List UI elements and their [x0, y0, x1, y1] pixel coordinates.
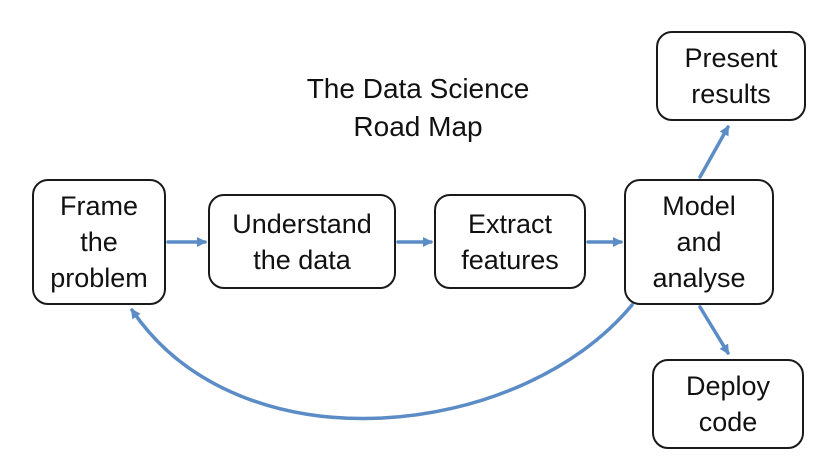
node-label-line: analyse — [652, 263, 746, 293]
node-label-line: Frame — [59, 191, 138, 221]
node-model-and-analyse: Model and analyse — [624, 179, 774, 305]
title-line-2: Road Map — [353, 111, 483, 142]
arrow-model-to-deploy — [698, 305, 730, 355]
node-label-line: and — [676, 227, 722, 257]
node-label-line: Understand — [232, 208, 372, 239]
node-understand-the-data: Understand the data — [208, 194, 396, 289]
node-label-line: Extract — [467, 208, 553, 239]
diagram-title: The Data Science Road Map — [268, 70, 568, 146]
node-label-line: problem — [50, 263, 148, 293]
node-label-line: code — [698, 407, 758, 437]
node-label-line: Model — [662, 191, 736, 221]
node-deploy-code: Deploy code — [652, 359, 804, 449]
node-frame-the-problem: Frame the problem — [32, 179, 166, 305]
node-label-line: Deploy — [685, 371, 771, 401]
node-label-line: the — [80, 227, 118, 257]
node-label-line: the data — [253, 244, 351, 275]
title-line-1: The Data Science — [306, 73, 530, 104]
node-label-line: Present — [684, 43, 778, 73]
node-present-results: Present results — [656, 31, 806, 121]
arrow-model-to-present — [698, 125, 730, 179]
node-label-line: results — [691, 79, 771, 109]
node-label-line: features — [461, 244, 559, 275]
arrow-feedback-loop — [130, 303, 634, 421]
node-extract-features: Extract features — [434, 194, 586, 289]
